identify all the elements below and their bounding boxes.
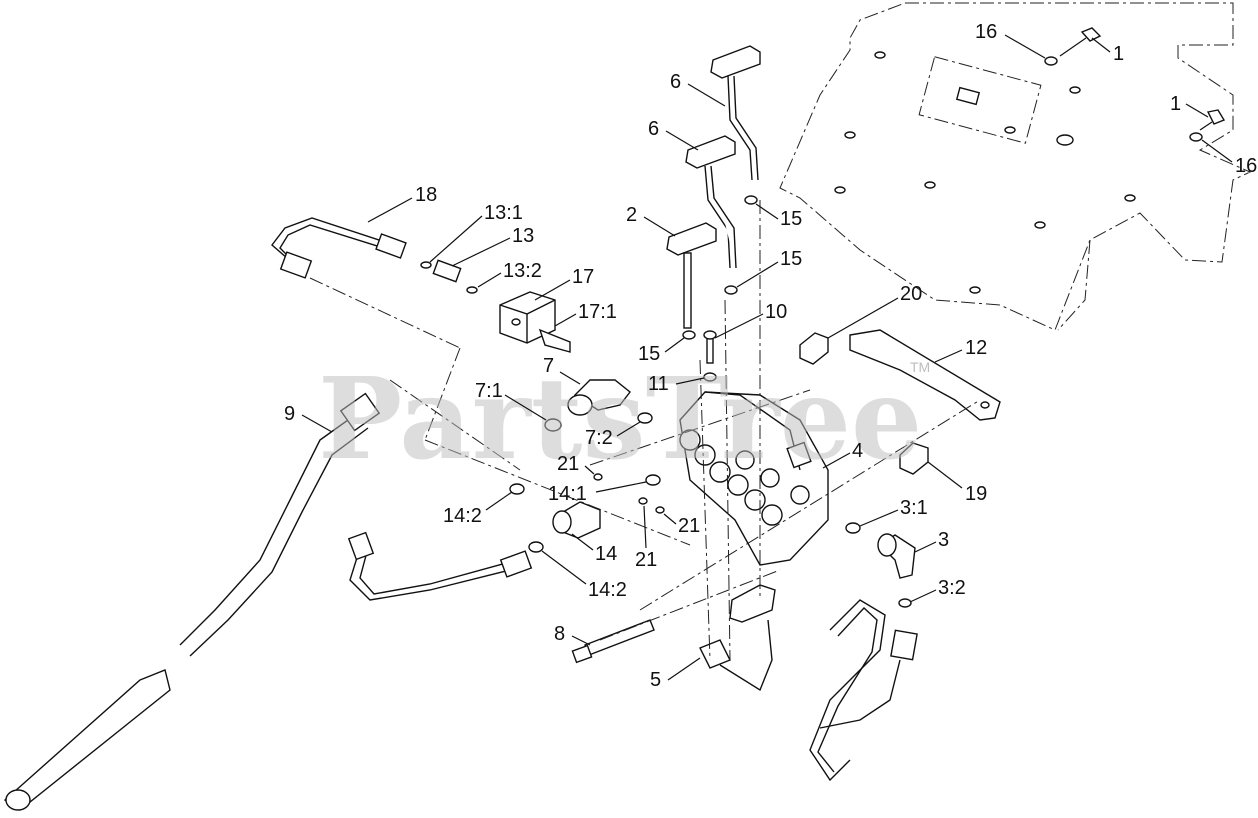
callout-7-1: 7:1	[475, 380, 503, 402]
svg-text:PartsTree: PartsTree	[318, 354, 922, 485]
callout-11: 11	[648, 373, 669, 395]
callout-17: 17	[572, 266, 594, 288]
bracket-5-handle	[699, 584, 776, 692]
callout-15: 15	[780, 208, 802, 230]
callout-7: 7	[543, 355, 554, 377]
callout-12: 12	[965, 337, 987, 359]
hydraulic-hose-9	[3, 392, 381, 811]
callout-10: 10	[765, 301, 787, 323]
callout-15: 15	[780, 248, 802, 270]
callout-5: 5	[650, 669, 661, 691]
mounting-bar-12	[799, 329, 1001, 475]
callout-19: 19	[965, 483, 987, 505]
callout-16: 16	[1235, 155, 1257, 177]
callout-21: 21	[678, 515, 700, 537]
callout-13-2: 13:2	[503, 260, 542, 282]
callout-layer: 16 1 1 16 6 6 15 2 15 18 13:1 13 13:2 17…	[284, 21, 1257, 691]
callout-4: 4	[852, 440, 863, 462]
mounting-plate	[779, 2, 1252, 331]
callout-14: 14	[595, 543, 617, 565]
callout-16: 16	[975, 21, 997, 43]
control-handles	[666, 45, 761, 340]
control-valve-4	[679, 391, 829, 566]
callout-3-1: 3:1	[900, 497, 928, 519]
lower-hoses	[347, 531, 918, 782]
callout-1: 1	[1170, 93, 1181, 115]
elbow-fitting-3	[845, 522, 916, 608]
callout-13-1: 13:1	[484, 202, 523, 224]
callout-14-2: 14:2	[588, 579, 627, 601]
callout-14-2: 14:2	[443, 505, 482, 527]
callout-15: 15	[638, 343, 660, 365]
valve-block-17	[499, 291, 571, 353]
callout-13: 13	[512, 225, 534, 247]
elbow-fitting-7	[544, 379, 653, 432]
bolt-10-washer-11	[703, 330, 717, 382]
callout-21: 21	[635, 549, 657, 571]
svg-text:TM: TM	[910, 359, 930, 375]
callout-2: 2	[626, 204, 637, 226]
callout-1: 1	[1113, 43, 1124, 65]
tube-18-and-fittings	[271, 217, 478, 294]
callout-9: 9	[284, 403, 295, 425]
callout-6: 6	[670, 71, 681, 93]
assembly-centerlines	[309, 200, 981, 661]
bolt-8	[571, 619, 655, 664]
bolt-washer-set-top	[1044, 27, 1226, 142]
callout-20: 20	[900, 283, 922, 305]
callout-6: 6	[648, 118, 659, 140]
watermark: PartsTree TM	[318, 354, 930, 485]
callout-3: 3	[938, 529, 949, 551]
callout-3-2: 3:2	[938, 577, 966, 599]
callout-7-2: 7:2	[585, 427, 613, 449]
callout-8: 8	[554, 623, 565, 645]
fittings-14-21	[509, 473, 665, 553]
callout-21: 21	[557, 453, 579, 475]
callout-14-1: 14:1	[548, 483, 587, 505]
callout-18: 18	[415, 184, 437, 206]
callout-17-1: 17:1	[578, 301, 617, 323]
